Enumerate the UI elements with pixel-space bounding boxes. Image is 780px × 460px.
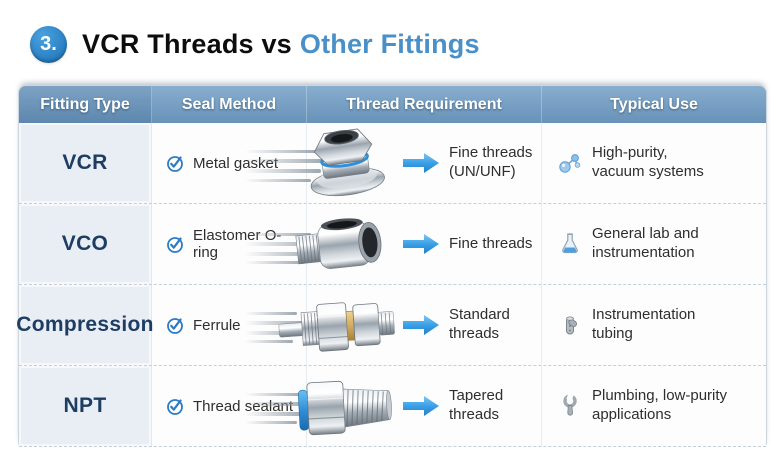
- fitting-name: NPT: [63, 394, 107, 417]
- fitting-name-cell: VCR: [19, 123, 152, 203]
- column-header-fitting-type: Fitting Type: [19, 86, 152, 123]
- table-header-row: Fitting Type Seal Method Thread Requirem…: [19, 86, 766, 123]
- check-circle-icon: [165, 315, 185, 335]
- typical-use-text: General lab and instrumentation: [592, 225, 699, 261]
- table-row-vco: VCO Elastomer O-ring: [19, 204, 766, 285]
- fitting-name-cell: NPT: [19, 366, 152, 446]
- tubing-icon: [557, 312, 583, 338]
- typical-use-cell: High-purity, vacuum systems: [542, 123, 766, 203]
- thread-requirement-cell: Tapered threads: [245, 366, 542, 446]
- seal-method-label: Metal gasket: [193, 154, 279, 172]
- seal-method-label: Ferrule: [193, 316, 241, 334]
- check-circle-icon: [165, 396, 185, 416]
- thread-requirement-text: Standard threads: [449, 306, 510, 342]
- check-circle-icon: [165, 153, 185, 173]
- seal-method-cell: Elastomer O-ring: [152, 204, 307, 284]
- comparison-table: Fitting Type Seal Method Thread Requirem…: [16, 85, 767, 447]
- column-header-seal-method: Seal Method: [152, 86, 307, 123]
- table-row-vcr: VCR Metal gasket: [19, 123, 766, 204]
- typical-use-cell: Plumbing, low-purity applications: [542, 366, 766, 446]
- thread-requirement-text: Tapered threads: [449, 387, 504, 423]
- arrow-right-icon: [403, 395, 440, 417]
- thread-requirement-text: Fine threads: [449, 234, 533, 252]
- column-header-thread-requirement: Thread Requirement: [307, 86, 542, 123]
- typical-use-text: Instrumentation tubing: [592, 306, 696, 342]
- arrow-right-icon: [403, 314, 440, 336]
- typical-use-cell: Instrumentation tubing: [542, 285, 766, 365]
- arrow-right-icon: [403, 233, 440, 255]
- step-number: 3.: [40, 32, 57, 55]
- fitting-name-cell: Compression: [16, 285, 154, 365]
- typical-use-text: High-purity, vacuum systems: [592, 144, 704, 180]
- fitting-name: VCR: [62, 151, 108, 174]
- thread-requirement-cell: Standard threads: [245, 285, 542, 365]
- wrench-icon: [557, 393, 583, 419]
- title-accent: Other Fittings: [299, 28, 480, 59]
- fitting-name: Compression: [16, 313, 154, 336]
- fitting-name-cell: VCO: [19, 204, 152, 284]
- typical-use-cell: General lab and instrumentation: [542, 204, 766, 284]
- title-main: VCR Threads vs: [82, 28, 292, 59]
- seal-method-label: Thread sealant: [193, 397, 294, 415]
- fitting-name: VCO: [61, 232, 109, 255]
- typical-use-text: Plumbing, low-purity applications: [592, 387, 728, 423]
- arrow-right-icon: [403, 152, 440, 174]
- seal-method-label: Elastomer O-ring: [193, 227, 282, 261]
- seal-method-cell: Ferrule: [152, 285, 307, 365]
- check-circle-icon: [165, 234, 185, 254]
- thread-requirement-text: Fine threads (UN/UNF): [449, 144, 533, 180]
- step-number-badge: 3.: [30, 25, 67, 63]
- seal-method-cell: Thread sealant: [152, 366, 307, 446]
- thread-requirement-cell: Fine threads: [245, 204, 542, 284]
- table-row-npt: NPT Thread sealant: [19, 366, 766, 447]
- table-row-compression: Compression Ferrule: [16, 285, 766, 366]
- column-header-typical-use: Typical Use: [542, 86, 766, 123]
- thread-requirement-cell: Fine threads (UN/UNF): [245, 123, 542, 203]
- flask-icon: [557, 231, 583, 257]
- seal-method-cell: Metal gasket: [152, 123, 307, 203]
- molecule-icon: [557, 150, 583, 176]
